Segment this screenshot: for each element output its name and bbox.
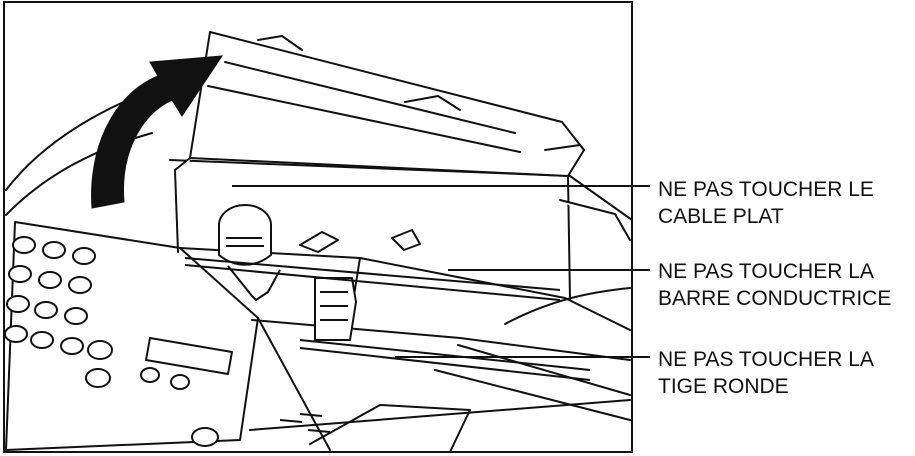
callout-round-rod: NE PAS TOUCHER LA TIGE RONDE: [658, 346, 874, 400]
callout-conductive-bar-line-1: NE PAS TOUCHER LA: [658, 260, 874, 283]
callout-leader-lines: [232, 185, 650, 358]
control-panel: [4, 236, 331, 447]
callout-flat-cable: NE PAS TOUCHER LE CABLE PLAT: [658, 176, 874, 230]
callout-round-rod-line-1: NE PAS TOUCHER LA: [658, 348, 874, 371]
print-mechanism: [184, 204, 591, 381]
open-top-cover: [174, 31, 631, 301]
callout-flat-cable-line-2: CABLE PLAT: [658, 205, 784, 228]
open-direction-arrow: [91, 55, 223, 209]
callout-round-rod-line-2: TIGE RONDE: [658, 375, 789, 398]
callout-flat-cable-line-1: NE PAS TOUCHER LE: [658, 178, 874, 201]
callout-conductive-bar-line-2: BARRE CONDUCTRICE: [658, 287, 892, 310]
callout-conductive-bar: NE PAS TOUCHER LA BARRE CONDUCTRICE: [658, 258, 891, 312]
